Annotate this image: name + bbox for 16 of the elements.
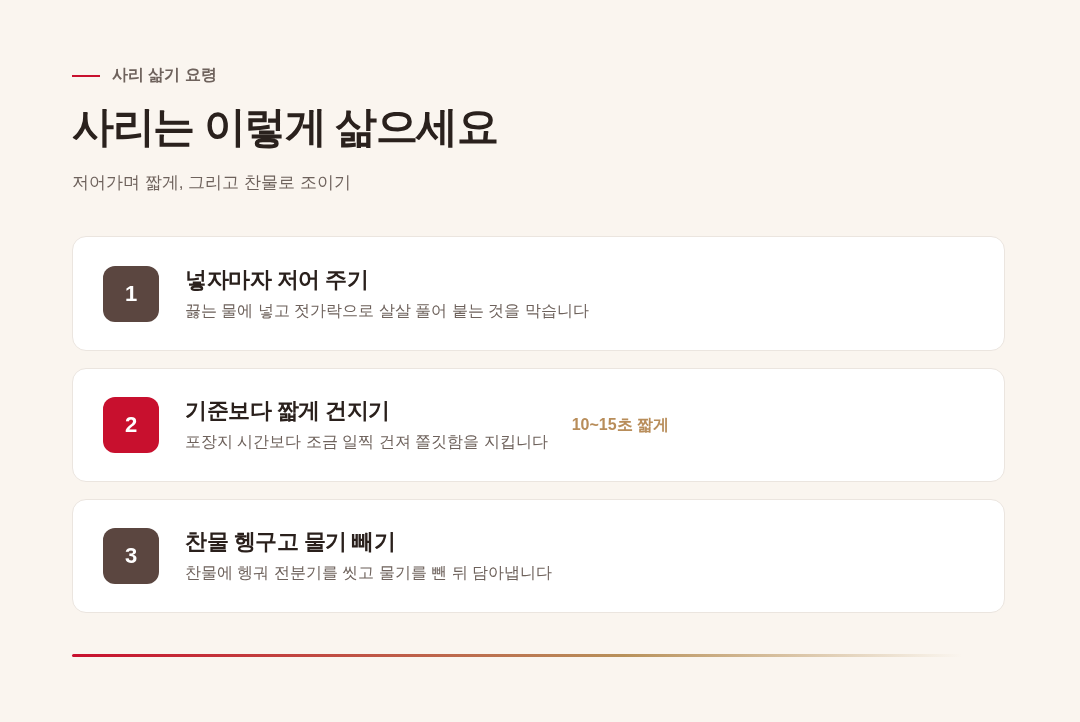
step-description: 포장지 시간보다 조금 일찍 건져 쫄깃함을 지킵니다 [185,432,548,452]
subtitle: 저어가며 짧게, 그리고 찬물로 조이기 [72,172,351,194]
section-label: 사리 삶기 요령 [112,65,217,85]
step-card [72,368,1005,482]
step-card [72,236,1005,351]
step-description: 찬물에 헹궈 전분기를 씻고 물기를 뺀 뒤 담아냅니다 [185,563,553,583]
step-number: 2 [103,397,159,453]
step-description: 끓는 물에 넣고 젓가락으로 살살 풀어 붙는 것을 막습니다 [185,300,589,321]
step-title: 기준보다 짧게 건지기 [185,397,390,425]
time-note: 10~15초 짧게 [571,415,670,435]
page-title: 사리는 이렇게 삶으세요 [72,102,498,152]
step-number: 1 [103,265,159,322]
step-number: 3 [103,528,159,584]
step-title: 넣자마자 저어 주기 [185,265,369,294]
step-title: 찬물 헹구고 물기 빼기 [185,528,396,556]
step-card [72,499,1005,613]
